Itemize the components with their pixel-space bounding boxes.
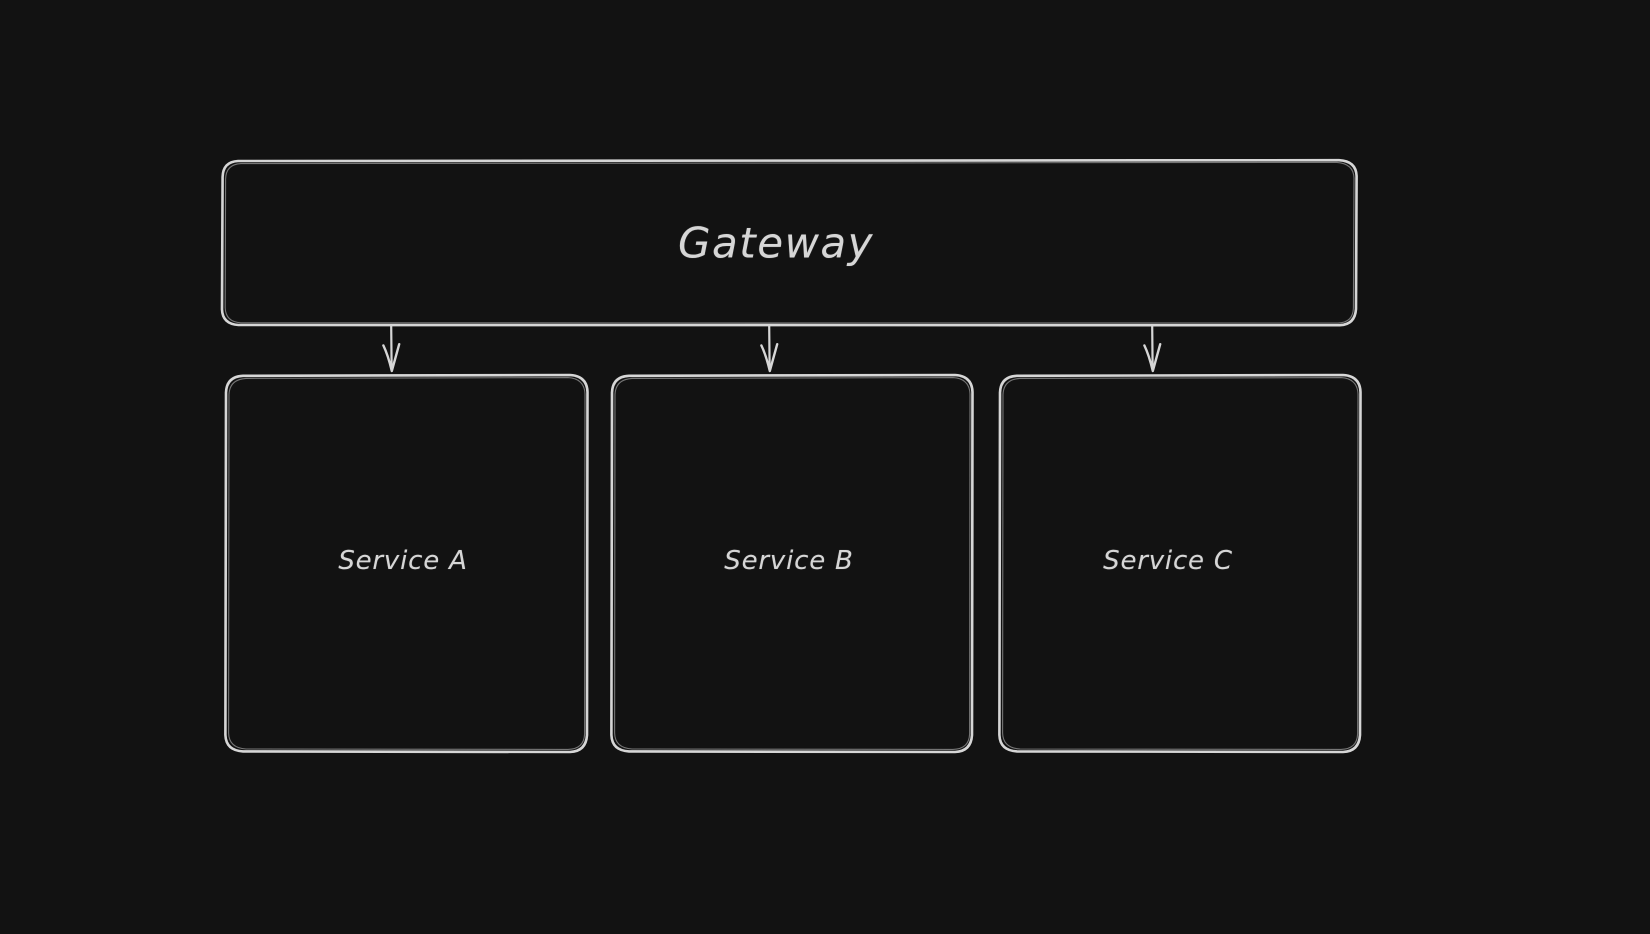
service-b-box-outline xyxy=(610,373,974,754)
node-gateway[interactable] xyxy=(220,158,1358,327)
service-a-box-outline xyxy=(224,373,589,754)
node-hit-service-b[interactable] xyxy=(612,375,972,752)
service-c-box-outline xyxy=(998,373,1362,754)
service-a-box-outline-sketch xyxy=(228,377,586,750)
service-c-box-outline-sketch xyxy=(1002,377,1359,750)
edge-gateway-to-service-b[interactable] xyxy=(760,324,779,373)
node-hit-service-a[interactable] xyxy=(225,375,587,752)
edge-gateway-to-service-a[interactable] xyxy=(382,324,401,373)
edge-gateway-to-service-c-arrowhead xyxy=(1143,343,1162,373)
edge-gateway-to-service-b-arrowhead xyxy=(760,343,779,373)
node-service-a[interactable] xyxy=(224,373,589,754)
edge-gateway-to-service-c[interactable] xyxy=(1143,324,1162,373)
node-service-c[interactable] xyxy=(998,373,1362,754)
gateway-box-outline-sketch xyxy=(224,161,1355,324)
node-hit-service-c[interactable] xyxy=(1000,375,1360,752)
node-service-b[interactable] xyxy=(610,373,974,754)
edge-gateway-to-service-a-arrowhead xyxy=(382,343,401,373)
gateway-box-outline xyxy=(220,158,1358,327)
node-hit-gateway[interactable] xyxy=(222,160,1356,325)
service-b-box-outline-sketch xyxy=(614,377,971,750)
